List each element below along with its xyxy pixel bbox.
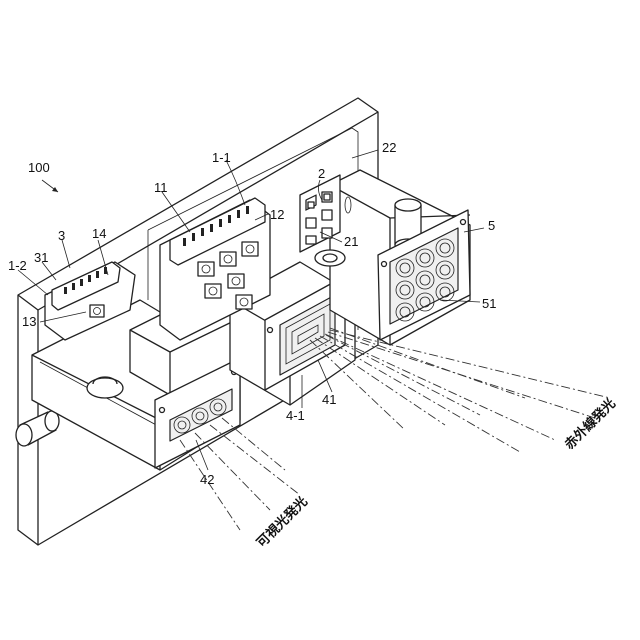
label-13: 13: [22, 314, 36, 329]
label-11: 11: [154, 180, 168, 195]
label-22: 22: [382, 140, 396, 155]
label-100: 100: [28, 160, 50, 175]
label-1-1: 1-1: [212, 150, 231, 165]
label-41: 41: [322, 392, 336, 407]
label-5: 5: [488, 218, 495, 233]
caption-visible-light: 可視光発光: [254, 494, 311, 551]
label-1-2: 1-2: [8, 258, 27, 273]
label-3: 3: [58, 228, 65, 243]
label-42: 42: [200, 472, 214, 487]
label-21: 21: [344, 234, 358, 249]
label-51: 51: [482, 296, 496, 311]
label-2: 2: [318, 166, 325, 181]
label-31: 31: [34, 250, 48, 265]
label-14: 14: [92, 226, 106, 241]
label-12: 12: [270, 207, 284, 222]
label-4-1: 4-1: [286, 408, 305, 423]
caption-infrared-light: 赤外線発光: [562, 396, 619, 453]
